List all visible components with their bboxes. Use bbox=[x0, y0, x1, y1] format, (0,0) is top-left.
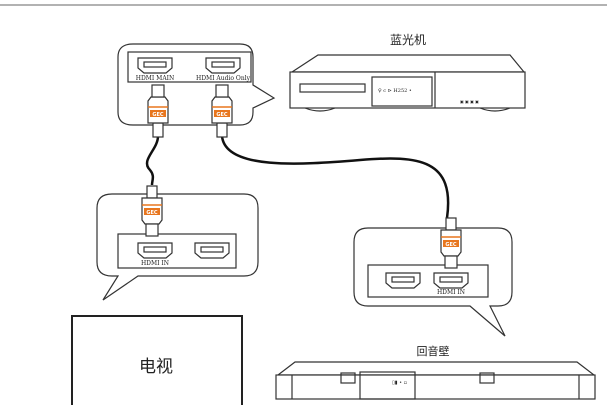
soundbar-label: 回音壁 bbox=[417, 344, 450, 358]
tv-port-bubble: HDMI IN GEC bbox=[96, 185, 259, 301]
bluray-ports-bubble: HDMI MAIN HDMI Audio Only GEC GEC bbox=[117, 43, 276, 138]
plug-brand-label: GEC bbox=[146, 210, 158, 216]
svg-text:▣ ▣ ▣ ▣: ▣ ▣ ▣ ▣ bbox=[460, 99, 479, 104]
tv-illustration: 电视 bbox=[71, 315, 243, 405]
plug-brand-label: GEC bbox=[152, 112, 164, 118]
plug-brand-label: GEC bbox=[216, 112, 228, 118]
bluray-label: 蓝光机 bbox=[390, 33, 426, 47]
soundbar-illustration: 回音壁 ▯▮ • ▫ bbox=[275, 344, 596, 400]
soundbar-port-bubble: HDMI IN GEC bbox=[353, 217, 513, 337]
hdmi-cable-tv bbox=[145, 135, 160, 186]
svg-text:▯▮ • ▫: ▯▮ • ▫ bbox=[392, 380, 407, 386]
plug-brand-label: GEC bbox=[445, 242, 457, 248]
tv-label: 电视 bbox=[139, 357, 173, 377]
hdmi-main-label: HDMI MAIN bbox=[136, 75, 175, 82]
bluray-player-illustration: 蓝光机 ♀ c ⊳ H252 • ▣ ▣ ▣ ▣ bbox=[289, 33, 526, 112]
hdmi-cable-soundbar bbox=[220, 135, 450, 219]
hdmi-audio-label: HDMI Audio Only bbox=[196, 75, 251, 82]
soundbar-hdmi-in-label: HDMI IN bbox=[437, 289, 465, 296]
svg-text:♀ c ⊳ H252 •: ♀ c ⊳ H252 • bbox=[378, 88, 412, 94]
tv-hdmi-in-label: HDMI IN bbox=[141, 260, 169, 267]
